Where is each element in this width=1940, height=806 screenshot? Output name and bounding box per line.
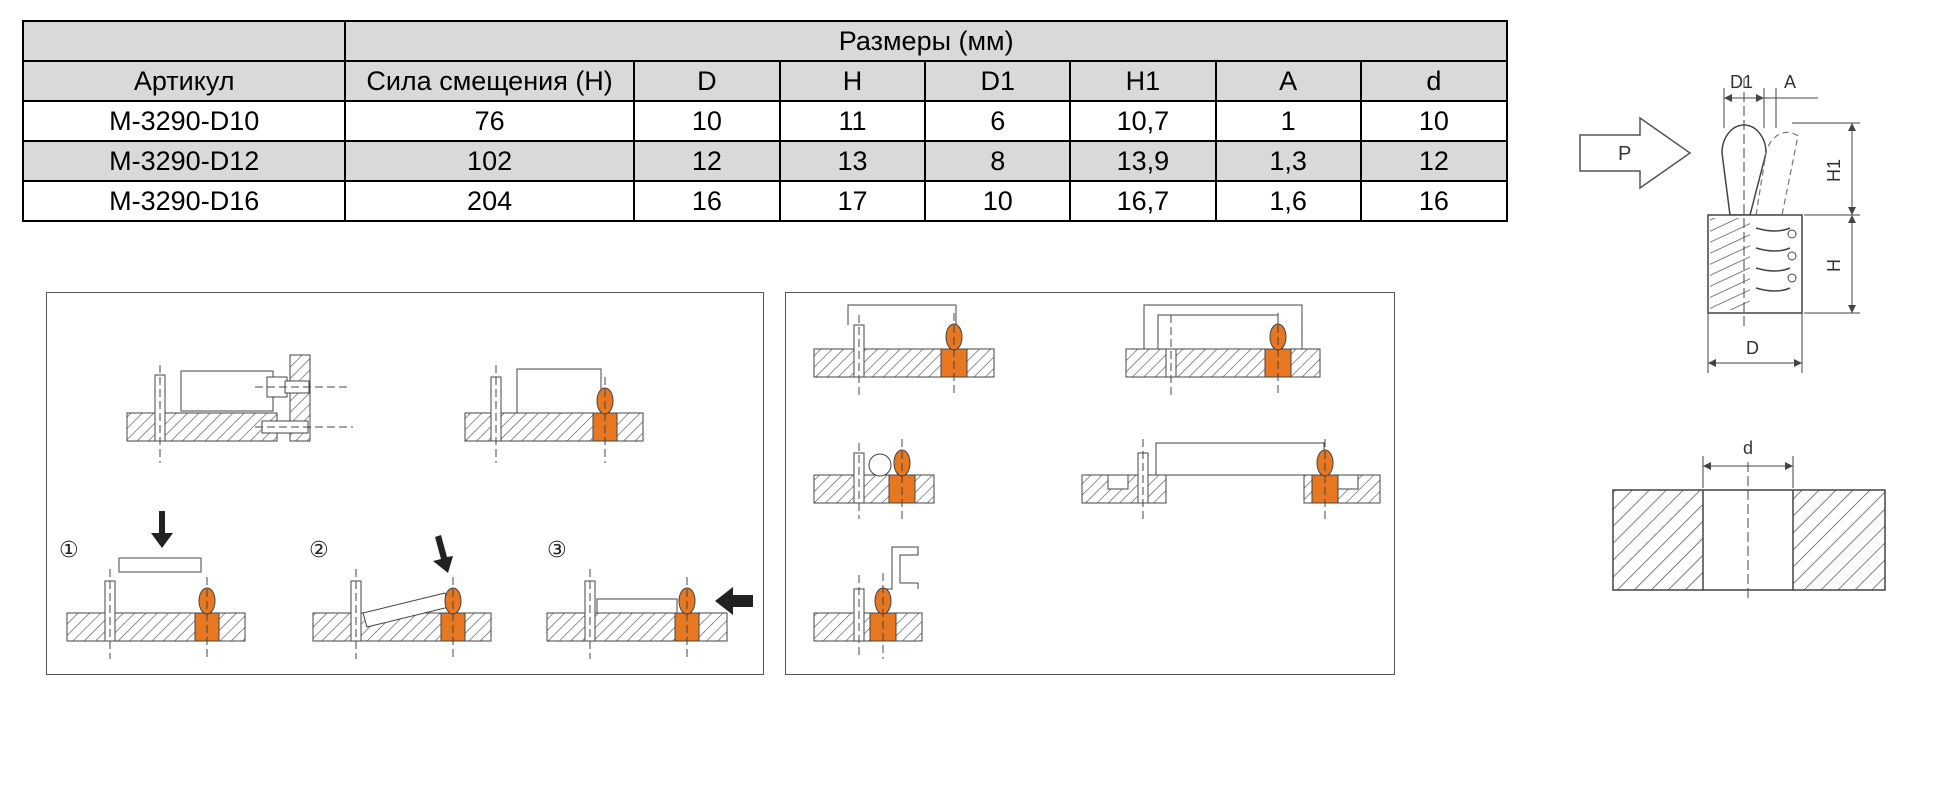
fixture-examples-panel xyxy=(785,292,1395,675)
application-examples-panel: ① ② ③ xyxy=(46,292,764,675)
column-header: D1 xyxy=(924,60,1072,102)
left-arrow-icon xyxy=(715,587,753,615)
column-header: d xyxy=(1359,60,1509,102)
table-row: M-3290-D10 76 10 11 6 10,7 1 10 xyxy=(21,100,1509,142)
table-cell: 16 xyxy=(1359,180,1509,222)
step-2-number: ② xyxy=(309,537,329,562)
table-cell: 17 xyxy=(778,180,927,222)
table-cell: 1 xyxy=(1214,100,1362,142)
table-group-header-row: Размеры (мм) xyxy=(21,20,1508,62)
application-examples-drawing: ① ② ③ xyxy=(59,354,753,659)
fixture-example-3 xyxy=(813,439,935,519)
table-cell: 102 xyxy=(344,140,635,182)
column-header: H1 xyxy=(1069,60,1217,102)
table-corner-cell xyxy=(21,20,347,62)
spec-table: Размеры (мм) Артикул Сила смещения (Н) D… xyxy=(21,20,1509,222)
plunger-dimension-drawing: P D1 A H1 H D xyxy=(1579,72,1860,373)
dim-h-label: H xyxy=(1824,259,1844,272)
table-cell: 1,6 xyxy=(1214,180,1362,222)
table-cell: 12 xyxy=(632,140,781,182)
step-1-number: ① xyxy=(59,537,79,562)
column-header: A xyxy=(1214,60,1362,102)
table-cell: 6 xyxy=(924,100,1072,142)
example-step-1: ① xyxy=(59,511,246,659)
diagonal-down-arrow-icon xyxy=(433,535,453,573)
dim-d-hole-label: d xyxy=(1743,438,1753,458)
column-header: Артикул xyxy=(21,60,347,102)
dim-d1-label: D1 xyxy=(1730,72,1753,92)
fixture-example-1 xyxy=(813,304,995,397)
fixture-example-4 xyxy=(1081,439,1381,519)
table-cell: 12 xyxy=(1359,140,1509,182)
step-3-number: ③ xyxy=(547,537,567,562)
fixture-examples-drawing xyxy=(813,304,1381,659)
table-header-row: Артикул Сила смещения (Н) D H D1 H1 A d xyxy=(21,60,1509,102)
table-row: M-3290-D12 102 12 13 8 13,9 1,3 12 xyxy=(21,140,1509,182)
force-label: P xyxy=(1618,143,1631,165)
example-side-clamp xyxy=(126,354,353,463)
mounting-hole-drawing: d xyxy=(1612,438,1886,602)
force-arrow-icon xyxy=(1579,116,1692,190)
table-cell: 8 xyxy=(924,140,1072,182)
column-header: Сила смещения (Н) xyxy=(344,60,635,102)
example-step-3: ③ xyxy=(546,537,753,659)
table-cell: 1,3 xyxy=(1214,140,1362,182)
table-cell: 16 xyxy=(632,180,781,222)
dimensions-group-header: Размеры (мм) xyxy=(344,20,1508,62)
fixture-example-2 xyxy=(1125,304,1321,397)
table-cell: 13 xyxy=(778,140,927,182)
column-header: H xyxy=(778,60,927,102)
table-cell: 10 xyxy=(632,100,781,142)
table-cell: 76 xyxy=(344,100,635,142)
dim-h1-label: H1 xyxy=(1824,159,1844,182)
table-cell: 10,7 xyxy=(1069,100,1217,142)
example-step-2: ② xyxy=(309,535,492,659)
column-header: D xyxy=(632,60,781,102)
table-cell: M-3290-D12 xyxy=(21,140,347,182)
down-arrow-icon xyxy=(151,511,173,548)
table-cell: 11 xyxy=(778,100,927,142)
table-row: M-3290-D16 204 16 17 10 16,7 1,6 16 xyxy=(21,180,1509,222)
fixture-example-5 xyxy=(813,546,923,659)
table-cell: 16,7 xyxy=(1069,180,1217,222)
table-cell: 10 xyxy=(924,180,1072,222)
table-cell: 13,9 xyxy=(1069,140,1217,182)
example-top-clamp xyxy=(464,365,644,463)
table-cell: 10 xyxy=(1359,100,1509,142)
table-cell: M-3290-D16 xyxy=(21,180,347,222)
table-cell: M-3290-D10 xyxy=(21,100,347,142)
table-cell: 204 xyxy=(344,180,635,222)
dim-a-label: A xyxy=(1784,72,1796,92)
dim-d-outer-label: D xyxy=(1746,338,1759,358)
